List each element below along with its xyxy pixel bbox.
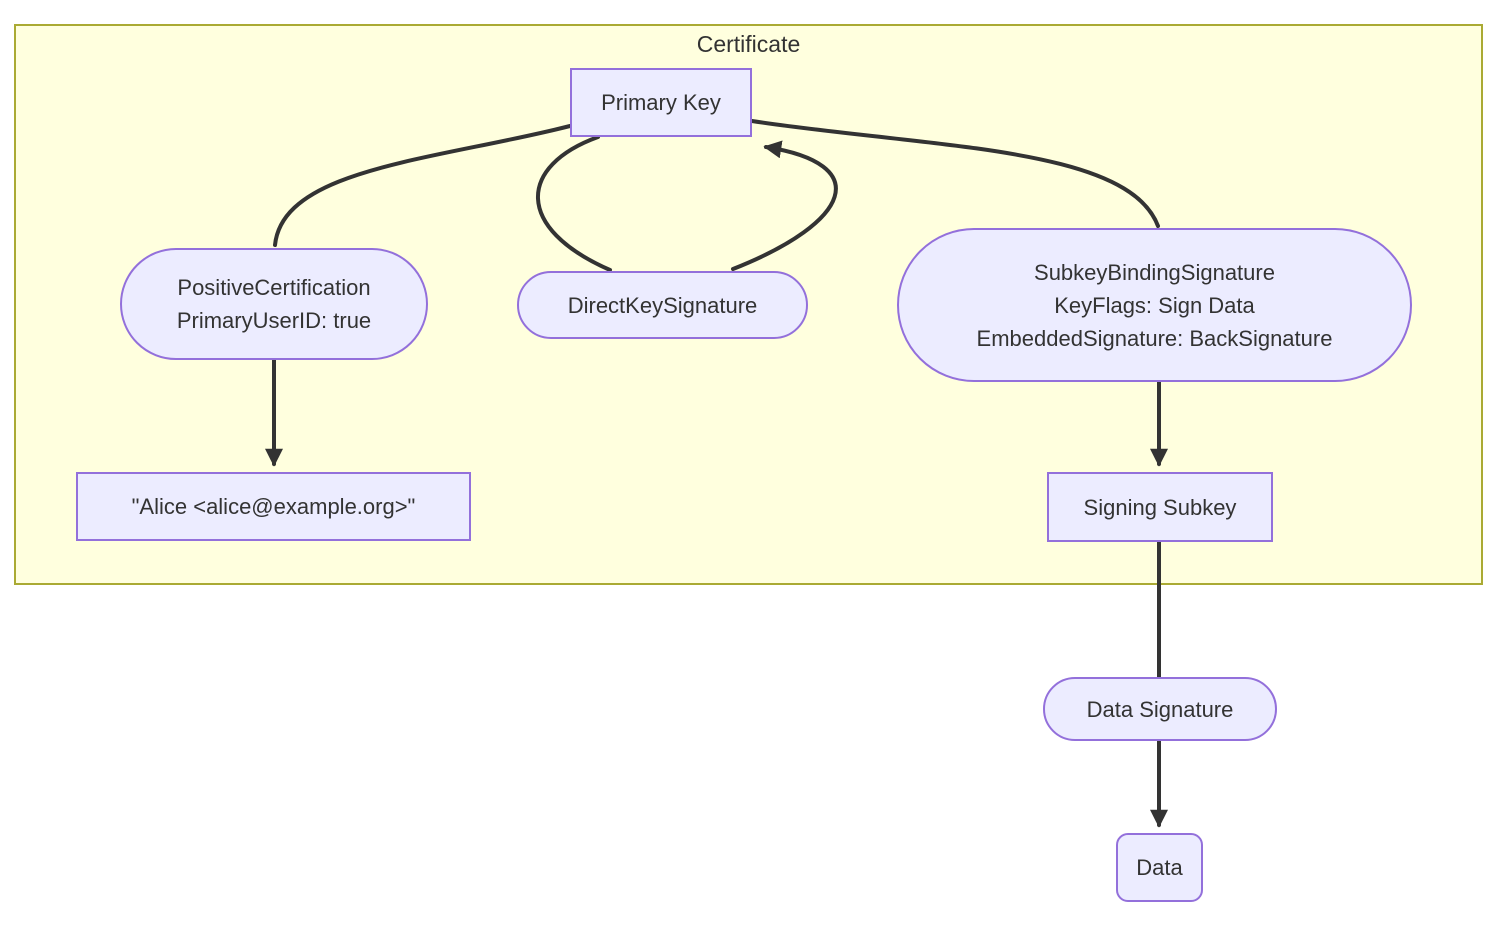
node-direct-key-signature: DirectKeySignature — [517, 271, 808, 339]
node-label: Data — [1136, 855, 1183, 880]
node-label: DirectKeySignature — [567, 292, 758, 318]
node-signing-subkey: Signing Subkey — [1047, 472, 1273, 542]
node-label: Signing Subkey — [1083, 494, 1237, 520]
node-label: SubkeyBindingSignature KeyFlags: Sign Da… — [976, 259, 1333, 351]
node-label: "Alice <alice@example.org>" — [131, 494, 416, 519]
node-data-signature: Data Signature — [1043, 677, 1277, 741]
node-user-id: "Alice <alice@example.org>" — [76, 472, 471, 541]
node-label: Primary Key — [601, 90, 721, 115]
node-data: Data — [1116, 833, 1203, 902]
node-primary-key: Primary Key — [570, 68, 752, 137]
cluster-title: Certificate — [696, 31, 801, 57]
node-label: PositiveCertification PrimaryUserID: tru… — [176, 275, 372, 333]
node-positive-certification: PositiveCertification PrimaryUserID: tru… — [120, 248, 428, 360]
node-label: Data Signature — [1086, 696, 1234, 722]
node-subkey-binding-signature: SubkeyBindingSignature KeyFlags: Sign Da… — [897, 228, 1412, 382]
